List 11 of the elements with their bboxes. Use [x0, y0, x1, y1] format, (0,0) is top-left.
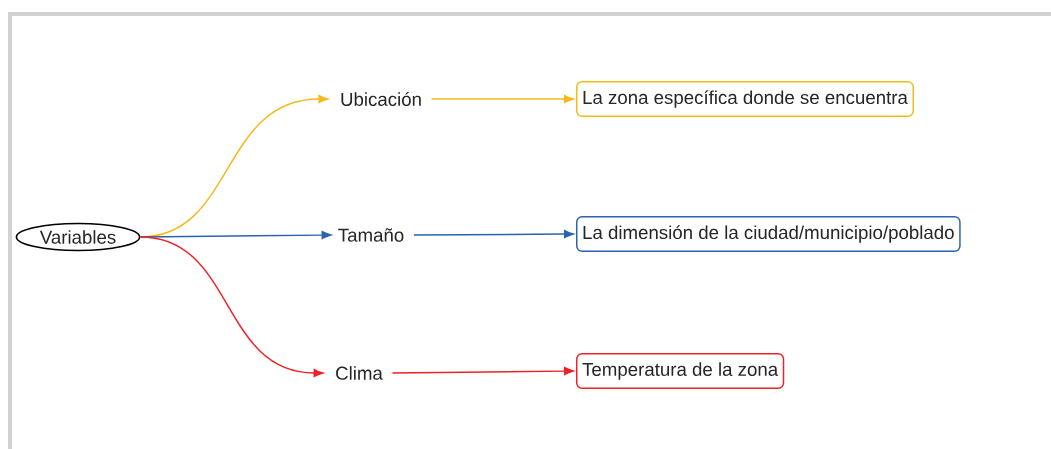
arrow — [391, 367, 574, 376]
ellipse-node: Variables — [15, 222, 141, 252]
rounded-box: La zona específica donde se encuentra — [576, 80, 914, 118]
arrow — [430, 94, 574, 104]
arrow — [139, 236, 324, 378]
branch-label: Clima — [336, 366, 383, 380]
branch-label: Ubicación — [341, 92, 421, 106]
branch-label: Tamaño — [338, 228, 404, 242]
arrow — [413, 229, 574, 239]
rounded-box: Temperatura de la zona — [576, 352, 785, 390]
rounded-box: La dimensión de la ciudad/municipio/poblado — [576, 215, 961, 253]
